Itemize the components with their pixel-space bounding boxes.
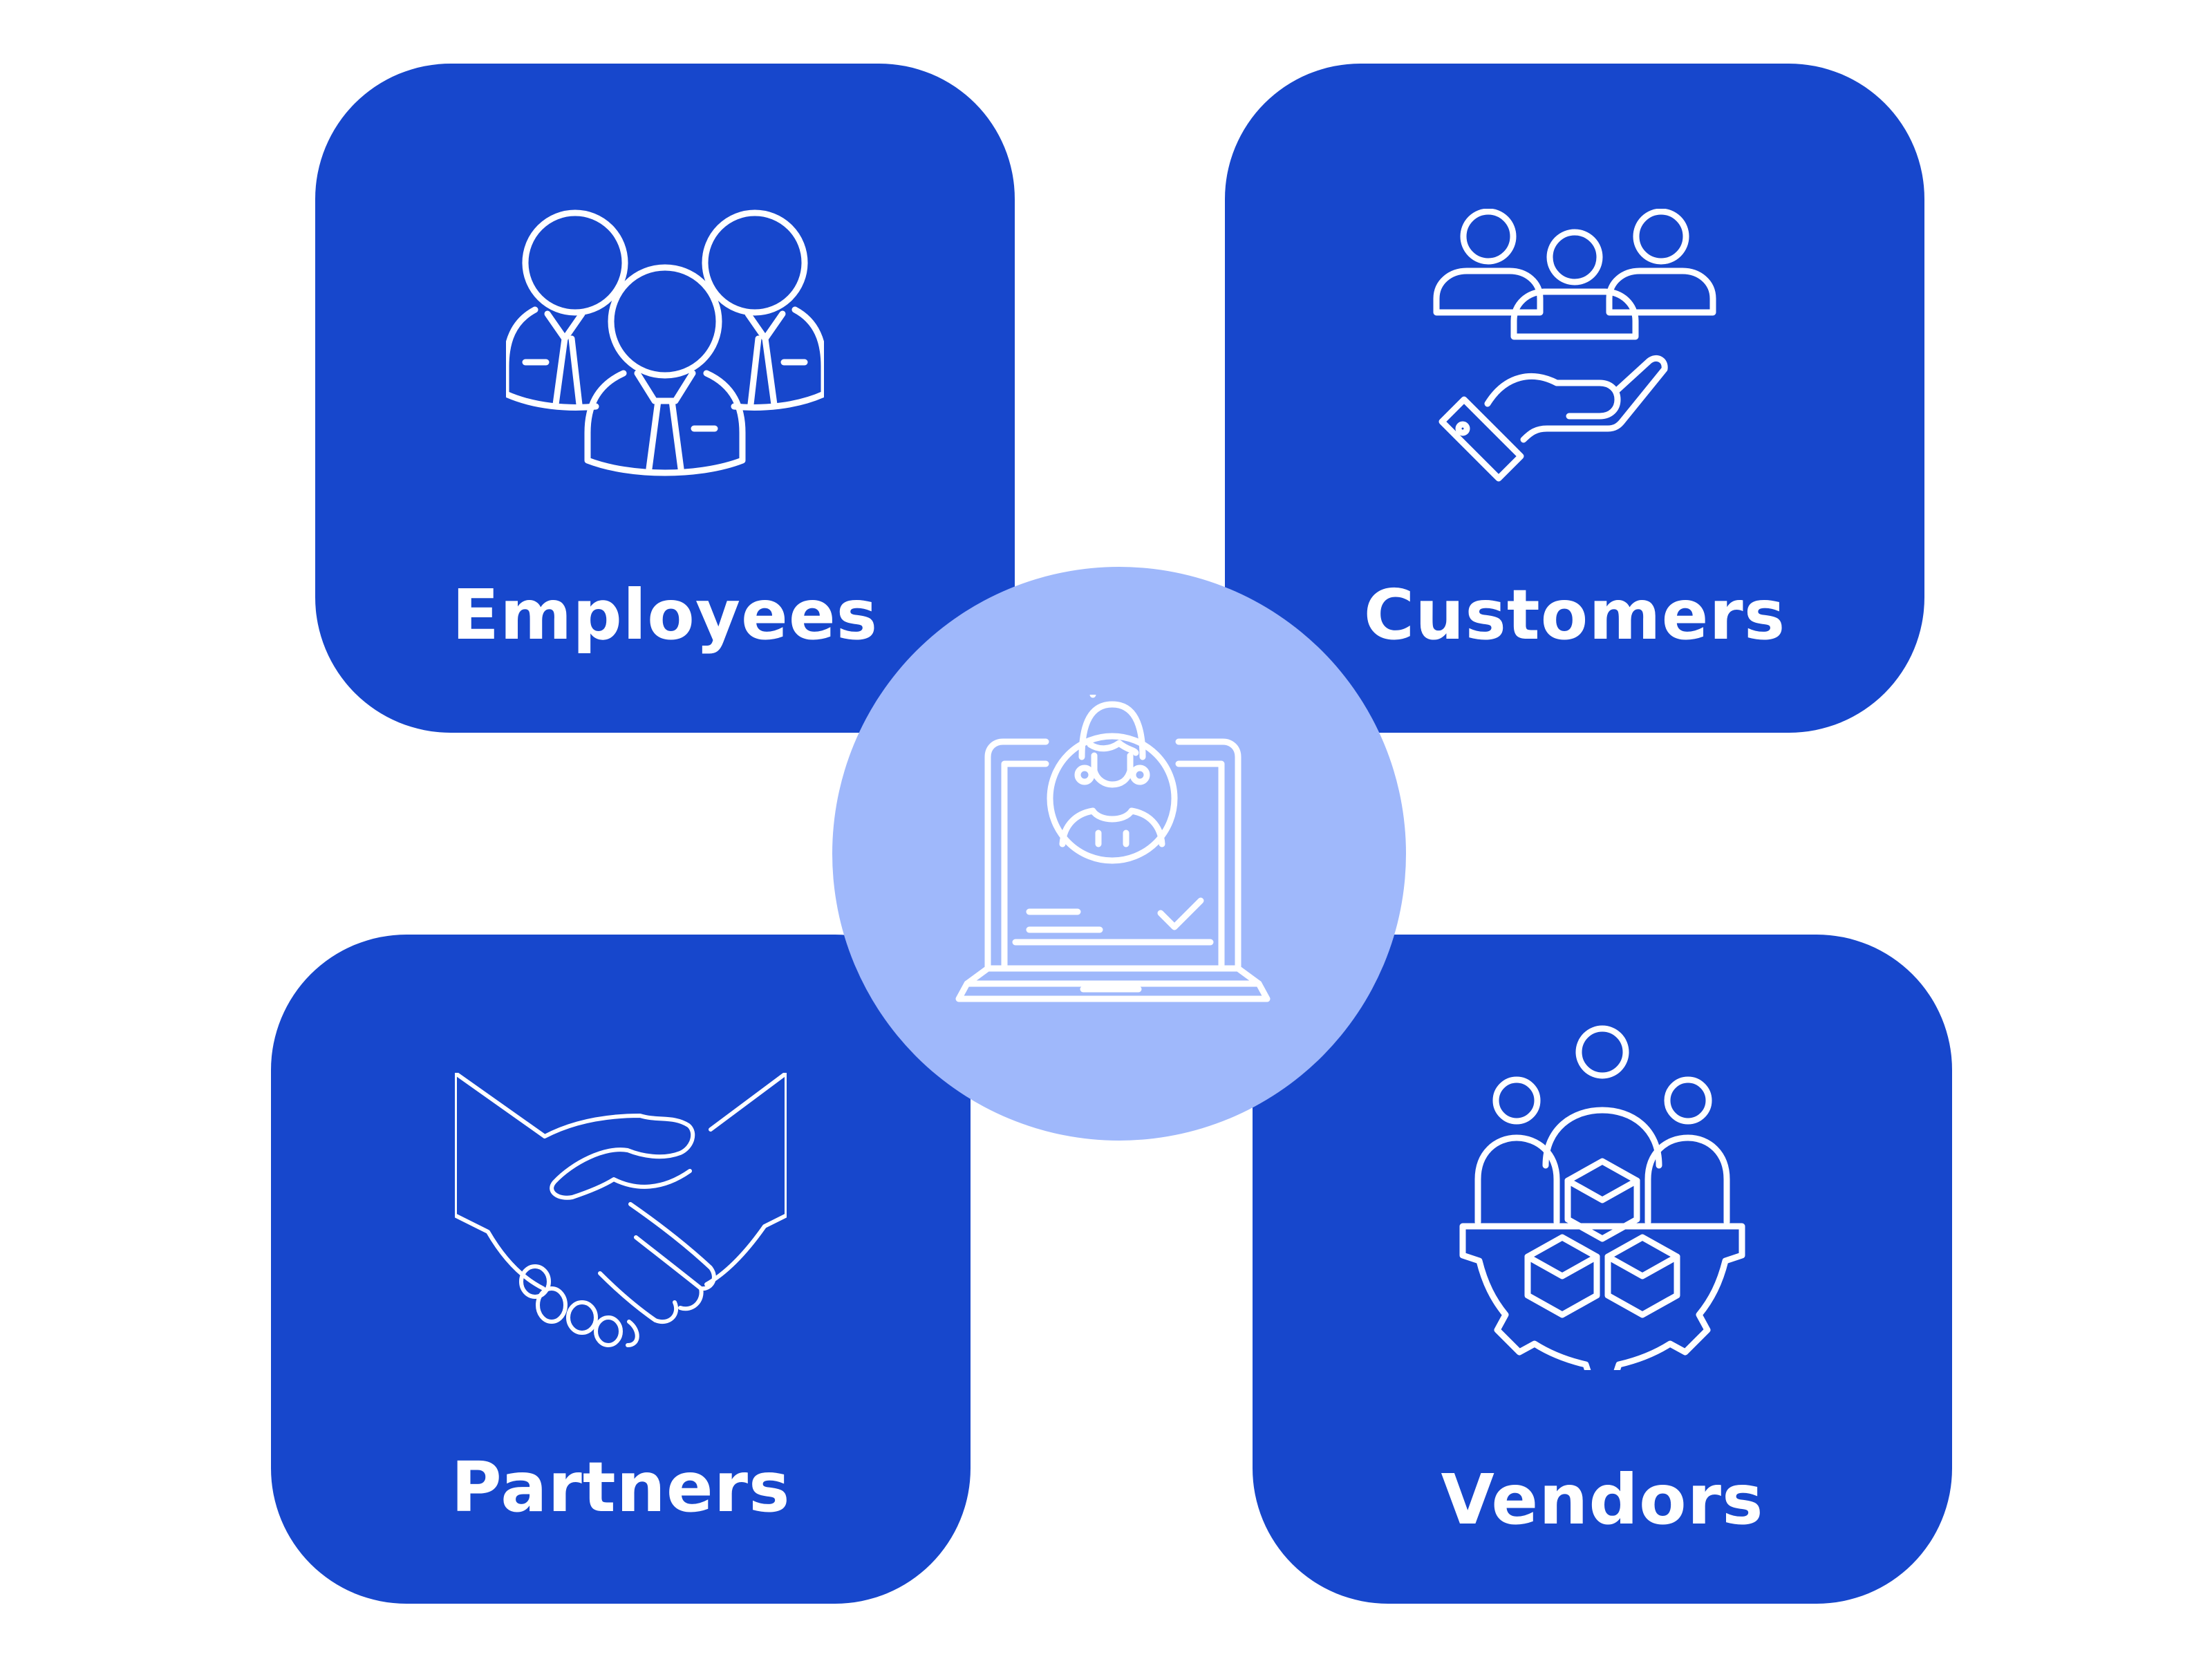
laptop-user-verified-icon <box>955 695 1271 1002</box>
vendors-label: Vendors <box>1441 1459 1764 1540</box>
partners-label: Partners <box>451 1447 791 1528</box>
customers-label: Customers <box>1363 574 1786 655</box>
customers-card: Customers <box>1225 64 1924 733</box>
vendor-supply-gear-icon <box>1459 1025 1745 1370</box>
handshake-icon <box>455 1073 787 1347</box>
team-people-icon <box>506 209 824 476</box>
partners-card: Partners <box>271 935 971 1604</box>
vendors-card: Vendors <box>1253 935 1952 1604</box>
employees-label: Employees <box>451 574 879 655</box>
central-hub-circle <box>832 567 1406 1141</box>
employees-card: Employees <box>315 64 1015 733</box>
customer-care-hand-icon <box>1433 209 1716 482</box>
